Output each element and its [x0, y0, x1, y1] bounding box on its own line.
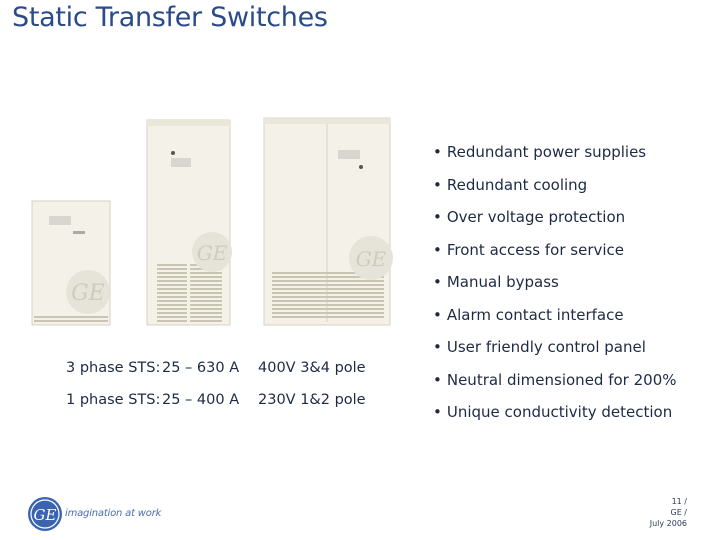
tagline: imagination at work	[65, 508, 162, 519]
svg-text:GE: GE	[197, 241, 228, 265]
footer-info: 11 / GE / July 2006	[650, 496, 687, 529]
company-name: GE /	[670, 508, 688, 517]
spec-1-phase: 1 phase STS:25 – 400 A 230V 1&2 pole	[66, 392, 396, 408]
spec-voltage: 230V 1&2 pole	[258, 392, 366, 408]
svg-text:GE: GE	[356, 247, 387, 271]
list-item: Front access for service	[433, 239, 713, 272]
feature-list: Redundant power supplies Redundant cooli…	[433, 141, 713, 434]
list-item: Alarm contact interface	[433, 304, 713, 337]
list-item: Unique conductivity detection	[433, 401, 713, 434]
page-number: 11 /	[671, 497, 687, 506]
spec-range: 25 – 630 A	[162, 360, 240, 376]
spec-phase: 3 phase STS:	[66, 360, 161, 376]
list-item: Over voltage protection	[433, 206, 713, 239]
ge-logo-icon: GE	[28, 497, 62, 531]
medium-sts-cabinet: GE	[146, 119, 232, 326]
list-item: User friendly control panel	[433, 336, 713, 369]
footer-date: July 2006	[649, 519, 687, 528]
spec-phase: 1 phase STS:	[66, 392, 161, 408]
svg-text:GE: GE	[34, 506, 57, 524]
spec-range: 25 – 400 A	[162, 392, 240, 408]
small-sts-cabinet: GE	[31, 200, 111, 326]
list-item: Redundant power supplies	[433, 141, 713, 174]
large-sts-cabinet: GE	[263, 117, 393, 326]
list-item: Neutral dimensioned for 200%	[433, 369, 713, 402]
list-item: Manual bypass	[433, 271, 713, 304]
list-item: Redundant cooling	[433, 174, 713, 207]
svg-text:GE: GE	[71, 281, 105, 306]
spec-3-phase: 3 phase STS:25 – 630 A 400V 3&4 pole	[66, 360, 396, 376]
page-title: Static Transfer Switches	[12, 2, 328, 33]
spec-voltage: 400V 3&4 pole	[258, 360, 366, 376]
